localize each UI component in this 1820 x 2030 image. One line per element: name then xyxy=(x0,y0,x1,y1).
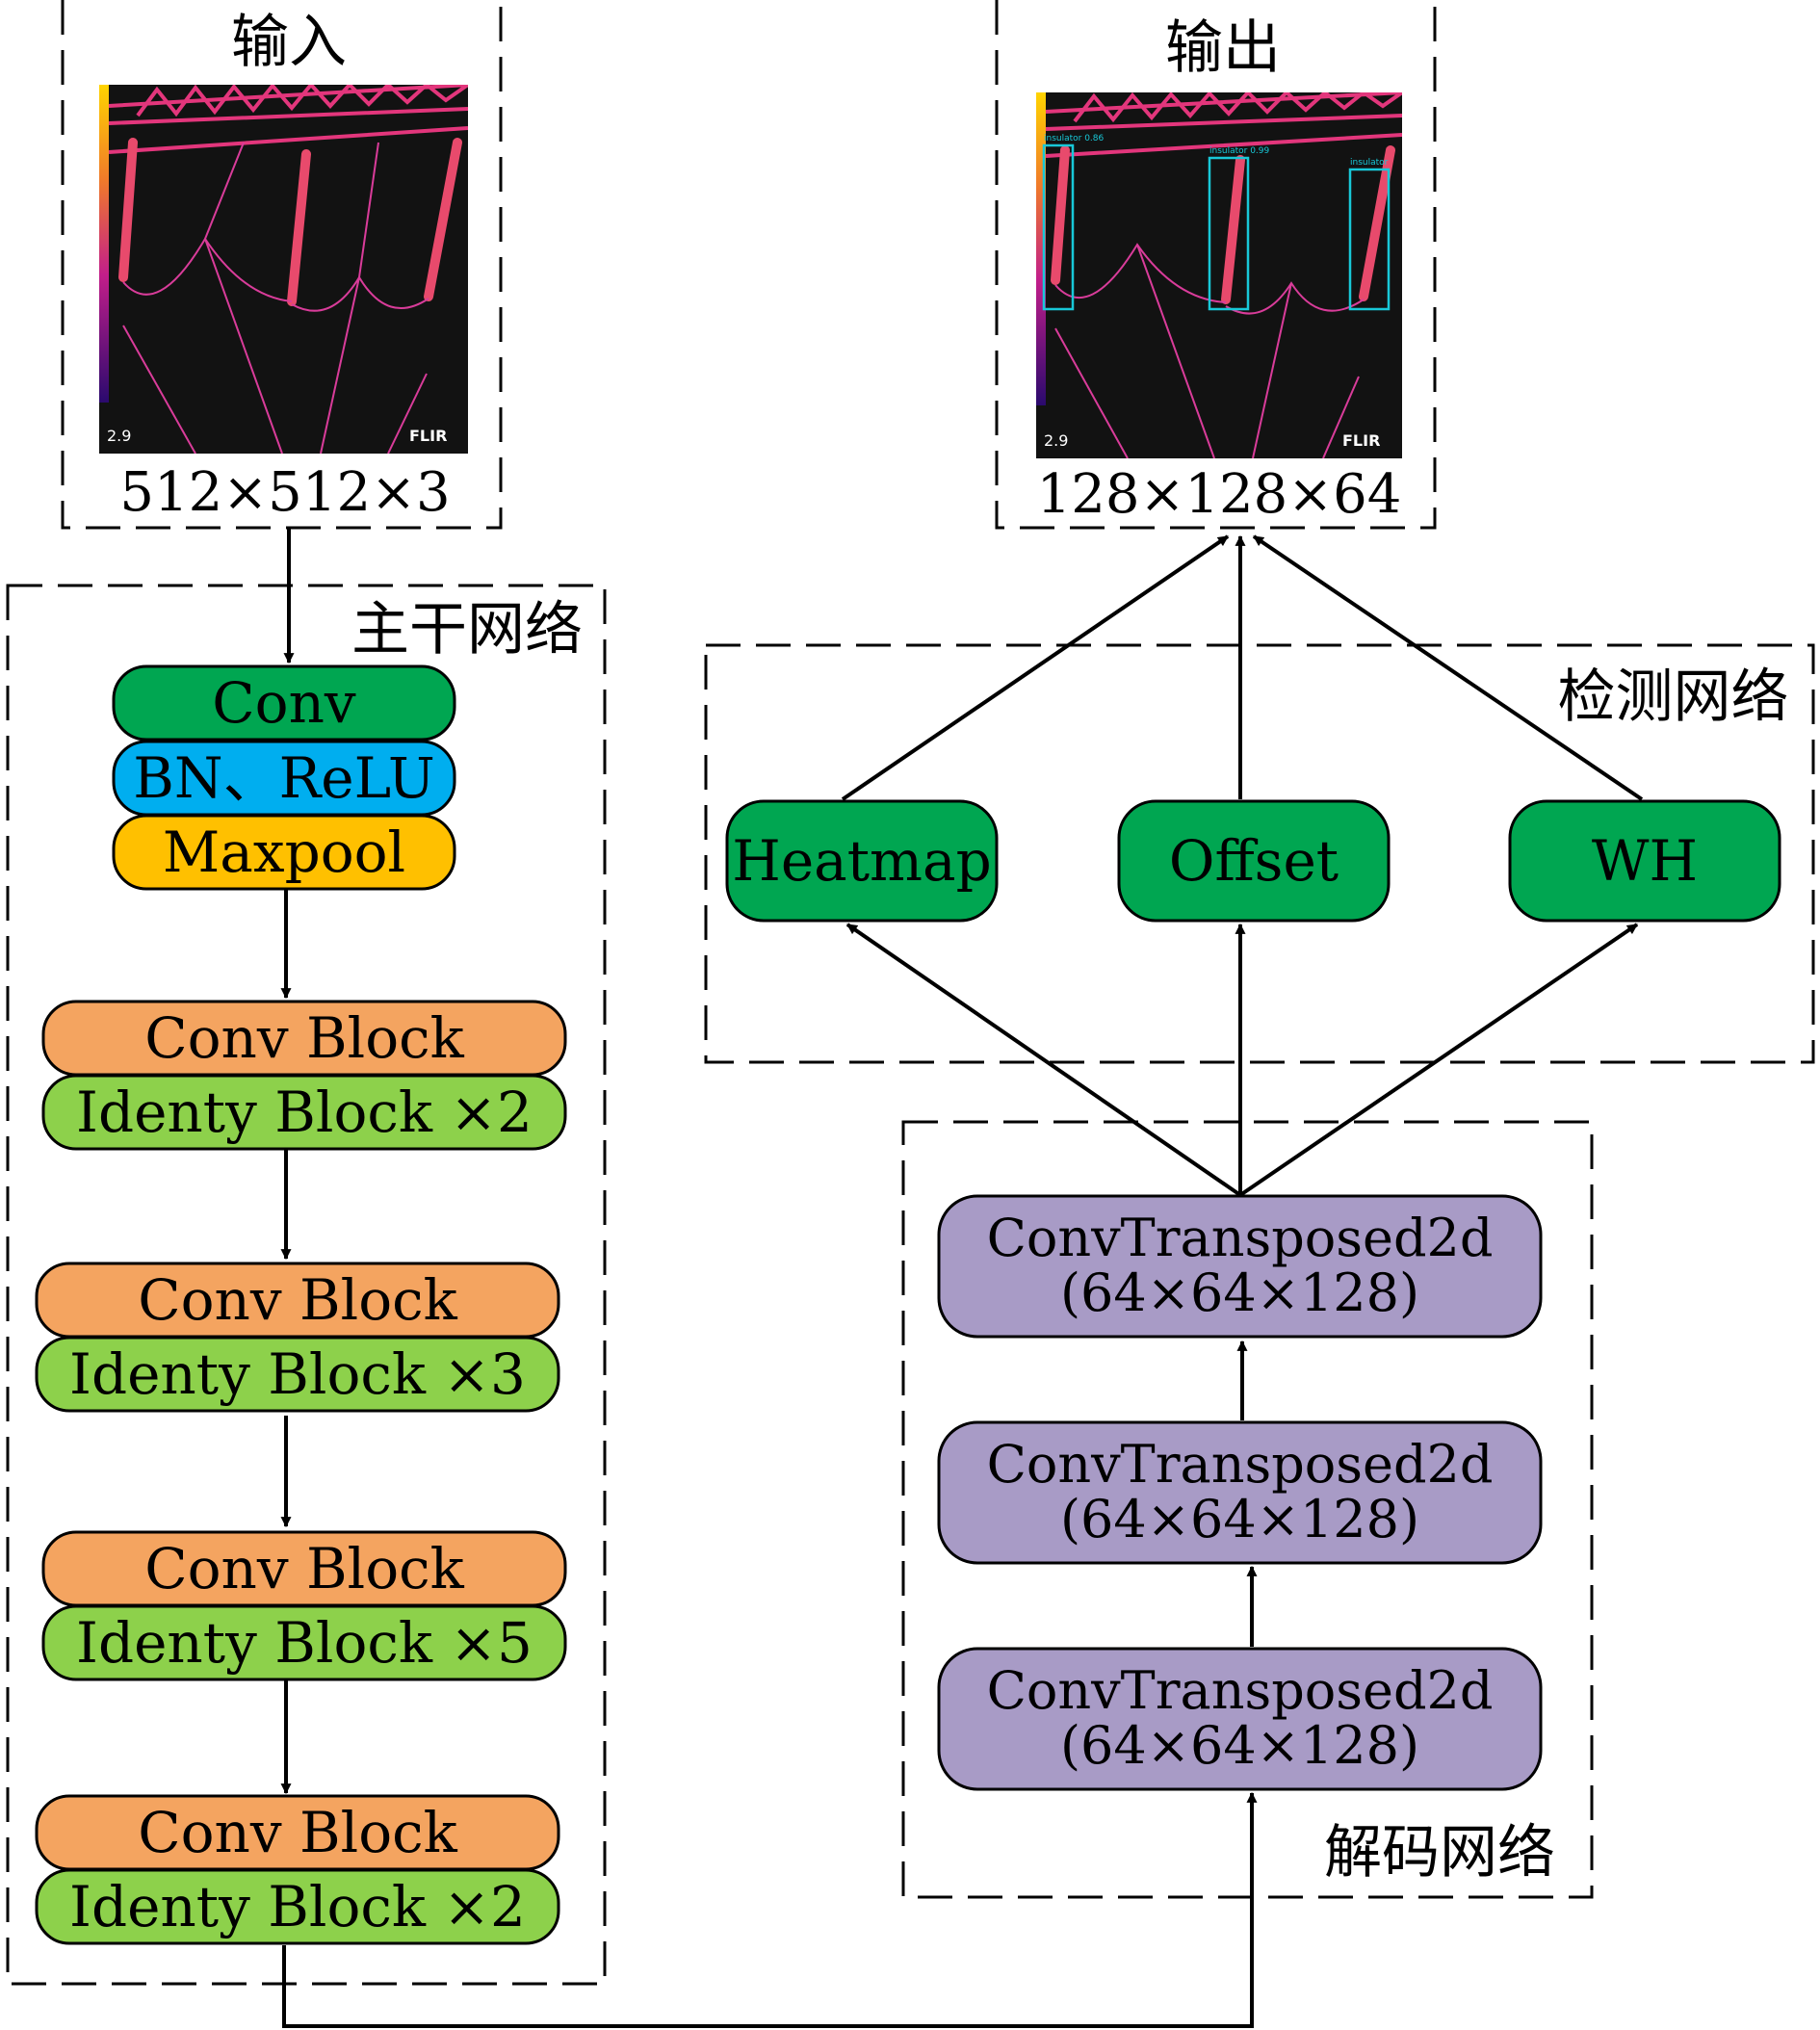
stage2-conv-label: Conv Block xyxy=(138,1266,457,1333)
decoder-layer-3-dims: (64×64×128) xyxy=(1059,1715,1420,1776)
stage2-identity-block xyxy=(35,1336,560,1413)
detection-label-3: insulator xyxy=(1350,158,1389,168)
detection-label-1: insulator 0.86 xyxy=(1044,134,1105,143)
stage3-conv-label: Conv Block xyxy=(144,1535,464,1601)
detection-frame xyxy=(704,643,1815,1064)
decoder-layer-1 xyxy=(937,1194,1543,1339)
input-image: 2.9 FLIR xyxy=(99,85,468,454)
detection-box-3 xyxy=(1348,168,1391,311)
stage4-conv-label: Conv Block xyxy=(138,1799,457,1865)
wh-head xyxy=(1508,799,1781,923)
backbone-title: 主干网络 xyxy=(351,595,583,664)
detection-label-2: insulator 0.99 xyxy=(1209,146,1270,156)
output-flir-logo: FLIR xyxy=(1342,431,1380,450)
wh-label: WH xyxy=(1591,827,1699,894)
stage3-identity-block xyxy=(41,1604,567,1681)
decoder-layer-1-name: ConvTransposed2d xyxy=(986,1208,1494,1269)
output-image: insulator 0.86 insulator 0.99 insulator … xyxy=(1036,92,1402,458)
thermal-image-input: 2.9 FLIR xyxy=(99,85,468,454)
decoder-layer-2 xyxy=(937,1420,1543,1565)
decoder-layer-2-dims: (64×64×128) xyxy=(1059,1489,1420,1549)
decoder-layer-2-name: ConvTransposed2d xyxy=(986,1434,1494,1496)
stage1-conv-label: Conv Block xyxy=(144,1004,464,1071)
detection-title: 检测网络 xyxy=(1557,663,1789,731)
input-title: 输入 xyxy=(231,8,347,76)
arrow-decoder-to-heatmap xyxy=(845,923,1242,1197)
arrow-decoder-to-wh xyxy=(1238,923,1639,1197)
output-dimensions: 128×128×64 xyxy=(1036,462,1402,526)
decoder-layer-1-label: ConvTransposed2d (64×64×128) xyxy=(939,1196,1541,1337)
stage3-identity-label: Identy Block ×5 xyxy=(76,1609,533,1676)
decoder-layer-1-dims: (64×64×128) xyxy=(1059,1262,1420,1323)
stage2-identity-label: Identy Block ×3 xyxy=(69,1340,526,1407)
decoder-layer-2-label: ConvTransposed2d (64×64×128) xyxy=(939,1422,1541,1563)
arrow-backbone-to-decoder xyxy=(282,1791,1258,2028)
stage4-identity-block xyxy=(35,1868,560,1945)
decoder-layer-3 xyxy=(937,1647,1543,1791)
input-flir-logo: FLIR xyxy=(409,427,447,445)
arrow-heatmap-to-output xyxy=(841,534,1230,801)
detection-box-1 xyxy=(1042,143,1075,311)
offset-label: Offset xyxy=(1168,827,1339,894)
stage1-identity-label: Identy Block ×2 xyxy=(76,1079,533,1145)
stem-conv-label: Conv xyxy=(212,669,356,736)
decoder-frame xyxy=(901,1120,1594,1899)
output-scale-label: 2.9 xyxy=(1044,431,1068,450)
stage1-identity-block xyxy=(41,1074,567,1151)
output-frame xyxy=(995,0,1437,530)
thermal-image-output: insulator 0.86 insulator 0.99 insulator … xyxy=(1036,92,1402,458)
heatmap-head xyxy=(725,799,999,923)
stage4-identity-label: Identy Block ×2 xyxy=(69,1873,526,1939)
input-frame xyxy=(61,0,503,530)
output-title: 输出 xyxy=(1165,13,1281,82)
stem-maxpool-block xyxy=(112,814,456,891)
decoder-layer-3-label: ConvTransposed2d (64×64×128) xyxy=(939,1649,1541,1789)
input-scale-label: 2.9 xyxy=(107,427,131,445)
offset-head xyxy=(1117,799,1391,923)
decoder-title: 解码网络 xyxy=(1324,1818,1555,1887)
stem-conv-block xyxy=(112,664,456,742)
heatmap-label: Heatmap xyxy=(732,827,992,894)
arrow-wh-to-output xyxy=(1252,534,1644,801)
input-dimensions: 512×512×3 xyxy=(119,460,451,524)
detection-box-2 xyxy=(1208,156,1250,311)
stem-maxpool-label: Maxpool xyxy=(162,819,406,885)
stem-bn-relu-label: BN、ReLU xyxy=(133,744,435,811)
decoder-layer-3-name: ConvTransposed2d xyxy=(986,1660,1494,1722)
